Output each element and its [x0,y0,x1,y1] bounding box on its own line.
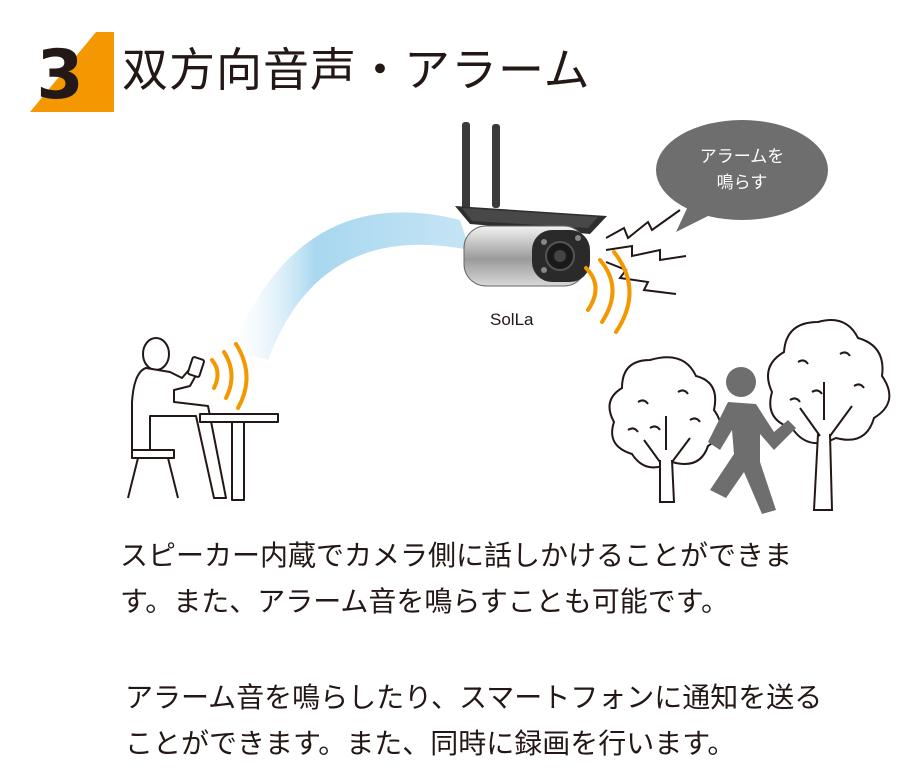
alarm-sound-icon [605,209,687,295]
phone-sound-waves-icon [210,342,249,410]
description-line-1: スピーカー内蔵でカメラ側に話しかけることができま [120,539,793,572]
camera-icon [455,122,607,287]
note-line-1: アラーム音を鳴らしたり、スマートフォンに通知を送る [125,681,823,714]
section-heading: 3 双方向音声・アラーム [30,32,890,112]
two-way-audio-illustration: SolLa アラームを 鳴らす [127,120,891,514]
note-text: アラーム音を鳴らしたり、スマートフォンに通知を送る ことができます。また、同時に… [125,675,895,767]
tree-right-icon [767,319,891,511]
bubble-line-1: アラームを [700,147,785,167]
bubble-line-2: 鳴らす [717,173,768,193]
tree-left-icon [608,356,722,503]
intruder-person-icon [708,367,796,514]
section-number-badge: 3 [30,32,114,112]
description-text: スピーカー内蔵でカメラ側に話しかけることができま す。また、アラーム音を鳴らすこ… [120,533,890,625]
description-line-2: す。また、アラーム音を鳴らすことも可能です。 [120,585,730,618]
camera-sound-waves-icon [584,250,632,334]
alarm-speech-bubble: アラームを 鳴らす [656,120,828,232]
section-title: 双方向音声・アラーム [122,43,591,97]
person-with-smartphone-icon [127,337,279,501]
section-number: 3 [36,36,83,112]
signal-arc [232,212,470,360]
camera-label: SolLa [490,310,534,329]
note-line-2: ことができます。また、同時に録画を行います。 [125,727,736,760]
